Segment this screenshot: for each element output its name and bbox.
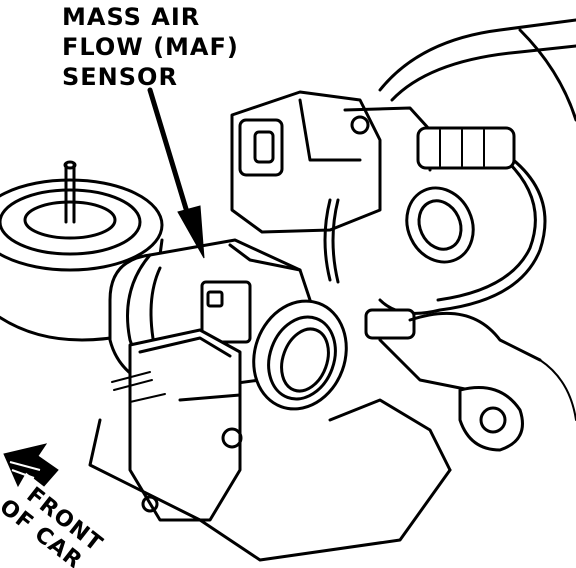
maf-label-line-2: FLOW (MAF)	[62, 33, 239, 61]
maf-label-line-1: MASS AIR	[62, 3, 201, 31]
mounting-bracket	[88, 328, 452, 562]
intake-coupler	[252, 299, 348, 411]
wiring-harness	[323, 126, 547, 362]
engine-cover	[378, 18, 576, 421]
throttle-body	[230, 90, 432, 234]
maf-sensor-label: MASS AIR FLOW (MAF) SENSOR	[62, 2, 239, 92]
leader-arrow-icon	[147, 87, 205, 259]
maf-label-line-3: SENSOR	[62, 63, 178, 91]
front-of-car-arrow-icon	[3, 443, 59, 488]
engine-block-lower	[328, 338, 524, 472]
